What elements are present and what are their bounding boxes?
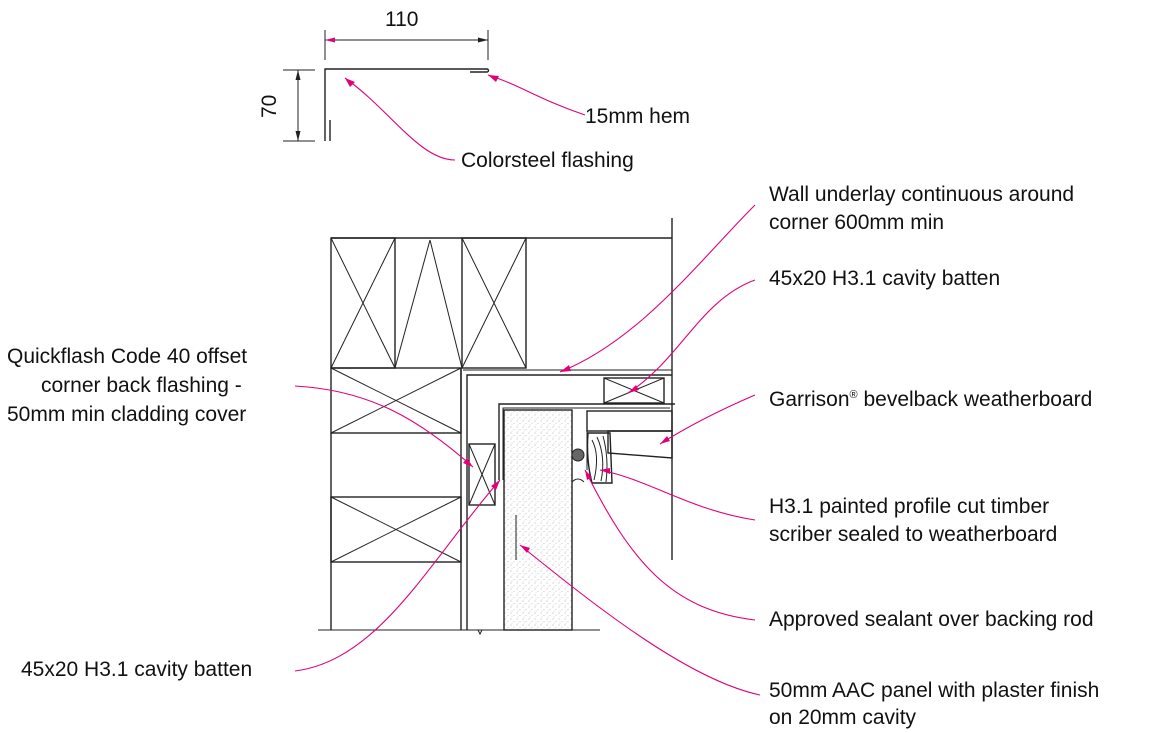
aac-panel <box>503 409 573 631</box>
sealant-label: Approved sealant over backing rod <box>769 608 1094 631</box>
garrison-brand: Garrison <box>769 388 850 411</box>
scriber-label-line2: scriber sealed to weatherboard <box>769 523 1058 546</box>
quickflash-label-line2: corner back flashing - <box>41 374 242 397</box>
aac-panel-label-line2: on 20mm cavity <box>769 706 917 729</box>
underlay-label-line2: corner 600mm min <box>769 211 945 234</box>
registered-mark: ® <box>849 389 858 401</box>
aac-panel-label-line1: 50mm AAC panel with plaster finish <box>769 679 1100 702</box>
quickflash-label-line1: Quickflash Code 40 offset <box>7 345 248 368</box>
height-dimension-label: 70 <box>258 94 281 118</box>
back-flashing <box>498 403 675 480</box>
quickflash-label-line3: 50mm min cladding cover <box>7 403 247 426</box>
timber-framing <box>318 218 673 636</box>
leader-lines <box>294 74 761 696</box>
garrison-weatherboard-label: Garrison® bevelback weatherboard <box>769 382 1092 413</box>
width-dimension-label: 110 <box>385 8 419 31</box>
top-batten-label: 45x20 H3.1 cavity batten <box>769 267 1001 290</box>
underlay-label-line1: Wall underlay continuous around <box>769 183 1075 206</box>
garrison-description: bevelback weatherboard <box>857 388 1093 411</box>
weatherboard <box>586 410 673 470</box>
timber-scriber <box>571 432 613 484</box>
hem-label: 15mm hem <box>585 105 691 128</box>
scriber-label-line1: H3.1 painted profile cut timber <box>769 495 1050 518</box>
bottom-batten-label: 45x20 H3.1 cavity batten <box>21 658 253 681</box>
colorsteel-flashing-label: Colorsteel flashing <box>461 149 634 172</box>
flashing-profile <box>283 30 490 142</box>
